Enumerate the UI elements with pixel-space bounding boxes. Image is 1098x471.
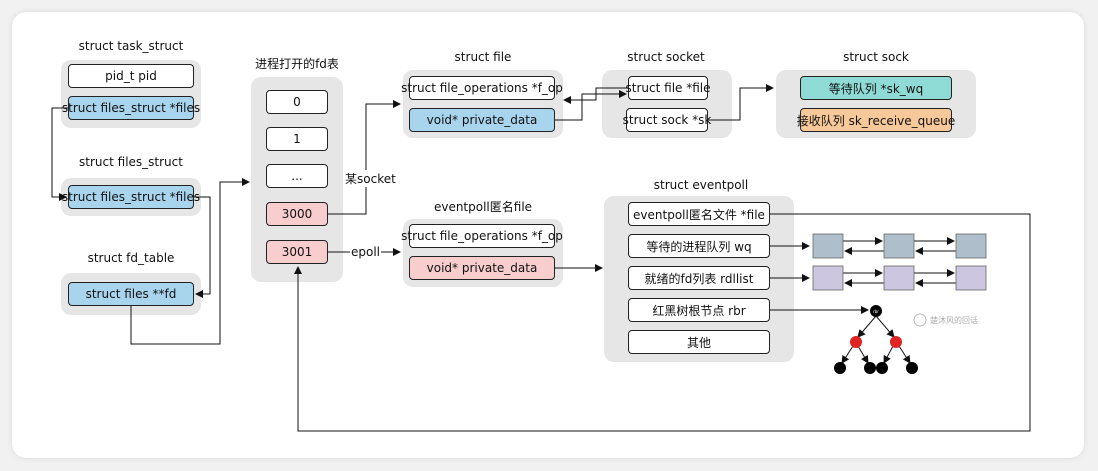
edge-file-to-socket <box>555 90 627 121</box>
watermark-text: 楚沐风的回话 <box>930 316 978 325</box>
file-f-op-field: struct file_operations *f_op <box>401 76 563 100</box>
socket-file-field: struct file *file <box>626 76 711 100</box>
edge-fd-table-to-fd-list <box>130 178 250 345</box>
tree-root-node <box>870 305 882 317</box>
socket-title: struct socket <box>627 50 705 64</box>
eventpoll-rbr-field: 红黑树根节点 rbr <box>628 298 770 322</box>
file-title: struct file <box>454 50 512 64</box>
eventpoll-title: struct eventpoll <box>653 178 749 192</box>
edge-socket-to-file <box>563 87 628 104</box>
fd-table-fd-field: struct files **fd <box>68 282 194 306</box>
sock-title: struct sock <box>843 50 909 64</box>
files-struct-title: struct files_struct <box>79 155 183 169</box>
tree-root-label: rbr <box>873 309 879 314</box>
fd-list-title: 进程打开的fd表 <box>255 57 339 71</box>
task-files-field: struct files_struct *files <box>62 96 200 120</box>
edge-task-to-files-struct <box>51 107 68 201</box>
socket-sk-field: struct sock *sk <box>623 108 711 132</box>
tree-leaf-2 <box>864 362 876 374</box>
sock-receive-queue-field: 接收队列 sk_receive_queue <box>797 108 955 132</box>
wq-node-1 <box>812 233 844 259</box>
fd-entry-3000: 3000 <box>266 202 328 226</box>
tree-leaf-3 <box>876 362 888 374</box>
wq-node-3 <box>955 233 987 259</box>
watermark-icon <box>913 313 927 327</box>
rdl-node-3 <box>955 265 987 291</box>
fd-entry-3001: 3001 <box>266 240 328 264</box>
fd-table-title: struct fd_table <box>87 251 175 265</box>
epfile-private-data-field: void* private_data <box>409 256 555 280</box>
eventpoll-file-title: eventpoll匿名file <box>433 200 533 214</box>
file-private-data-field: void* private_data <box>409 108 555 132</box>
rdl-node-1 <box>812 265 844 291</box>
edge-3000-to-file <box>328 100 401 215</box>
task-struct-title: struct task_struct <box>78 39 184 53</box>
eventpoll-rdllist-field: 就绪的fd列表 rdllist <box>628 266 770 290</box>
eventpoll-other-field: 其他 <box>628 330 770 354</box>
pid-field: pid_t pid <box>68 64 194 88</box>
fd-entry-ellipsis: ... <box>266 164 328 188</box>
files-struct-files-field: struct files_struct *files <box>62 185 200 209</box>
edge-label-epoll: epoll <box>350 245 382 259</box>
eventpoll-file-field: eventpoll匿名文件 *file <box>628 202 770 226</box>
tree-right-red-node <box>890 336 902 348</box>
eventpoll-wq-field: 等待的进程队列 wq <box>628 234 770 258</box>
edge-eventpoll-file-back <box>294 213 1031 432</box>
wq-node-2 <box>883 233 915 259</box>
fd-entry-0: 0 <box>266 90 328 114</box>
tree-leaf-1 <box>834 362 846 374</box>
tree-left-red-node <box>850 336 862 348</box>
edge-label-socket: 某socket <box>344 170 397 187</box>
sock-wq-field: 等待队列 *sk_wq <box>800 76 952 100</box>
fd-entry-1: 1 <box>266 127 328 151</box>
edge-socket-to-sock <box>708 84 774 121</box>
tree-leaf-4 <box>906 362 918 374</box>
rdl-node-2 <box>883 265 915 291</box>
edge-files-struct-to-fd-table <box>194 196 211 298</box>
epfile-f-op-field: struct file_operations *f_op <box>401 224 563 248</box>
